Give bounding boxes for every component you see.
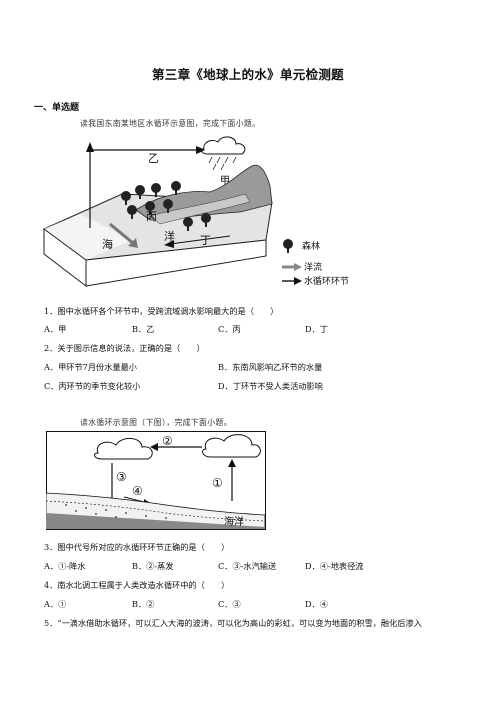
reading-prompt-2: 读水循环示意图（下图），完成下面小题。 [80,418,232,427]
river-valley [149,193,251,225]
question-1-option-d[interactable]: D．丁 [305,324,328,334]
bedrock-layer [46,513,265,529]
question-2-option-c[interactable]: C．丙环节的季节变化较小 [44,381,141,391]
question-1-option-b[interactable]: B．乙 [132,324,155,334]
label-ocean: 海洋 [224,515,244,528]
reading-prompt-1: 读我国东南某地区水循环示意图，完成下面小题。 [80,119,261,128]
label-hai: 海 [102,237,113,251]
question-1-option-c[interactable]: C．丙 [218,324,241,334]
label-bing: 丙 [146,210,157,223]
question-2-option-a[interactable]: A．甲环节7月份水量最小 [44,362,137,372]
ocean-current-arrow [109,222,135,246]
runoff-arrow-head [164,240,174,248]
question-4-option-c[interactable]: C．③ [218,599,241,609]
question-4-option-a[interactable]: A．① [44,599,67,609]
ocean-current-head [128,238,138,248]
cloud-icon [201,136,246,155]
question-3-option-c[interactable]: C．③-水汽输送 [218,561,277,571]
question-2-option-b[interactable]: B．东南风影响乙环节的水量 [218,362,323,372]
sea-surface [44,214,132,260]
forest-trees [121,181,211,231]
question-5-stem: 5．“一滴水借助水循环，可以汇入大海的波涛，可以化为高山的彩虹，可以变为地面的积… [44,618,422,628]
label-3: ③ [116,470,127,484]
arrow-head-right [196,146,206,154]
soil-dots [65,504,167,519]
question-1-option-a[interactable]: A．甲 [44,324,67,334]
question-3-option-b[interactable]: B．②-蒸发 [132,561,174,571]
label-4: ④ [132,484,143,498]
question-2-stem: 2．关于图示信息的说法，正确的是（ ） [44,343,205,353]
label-2: ② [162,434,173,448]
question-4-stem: 4．南水北调工程属于人类改造水循环中的（ ） [44,580,230,590]
question-4-option-d[interactable]: D．④ [305,599,328,609]
question-3-option-a[interactable]: A．①-降水 [44,561,86,571]
legend-current-label: 洋流 [304,261,322,273]
label-yi: 乙 [148,152,159,165]
label-ding: 丁 [200,234,211,247]
water-cycle-diagram-1: 乙 甲 丙 海 洋 丁 森林 洋流 水循环环节 [43,136,349,288]
rain-icon [208,156,237,171]
page-title: 第三章《地球上的水》单元检测题 [151,67,344,82]
label-yang: 洋 [164,229,175,243]
cloud-right-icon [202,434,261,458]
legend-forest-icon [283,239,293,249]
legend-forest-label: 森林 [302,240,320,252]
legend: 森林 洋流 水循环环节 [282,239,349,287]
question-3-option-d[interactable]: D．④-地表径流 [305,561,364,571]
question-3-stem: 3．图中代号所对应的水循环环节正确的是（ ） [44,542,230,552]
soil-layer [46,500,266,522]
section-heading: 一、单选题 [34,103,80,113]
cloud-left-icon [94,438,153,460]
question-2-option-d[interactable]: D．丁环节不受人类活动影响 [218,381,323,391]
legend-cycle-label: 水循环环节 [304,275,349,287]
question-1-stem: 1．图中水循环各个环节中，受跨流域调水影响最大的是（ ） [44,306,279,316]
runoff-arrow [169,235,231,245]
label-1: ① [212,476,223,490]
block-left-face [43,228,87,288]
label-jia: 甲 [220,176,230,187]
question-4-option-b[interactable]: B．② [132,599,155,609]
water-cycle-diagram-2: ② ③ ④ ① 海洋 [46,431,266,530]
